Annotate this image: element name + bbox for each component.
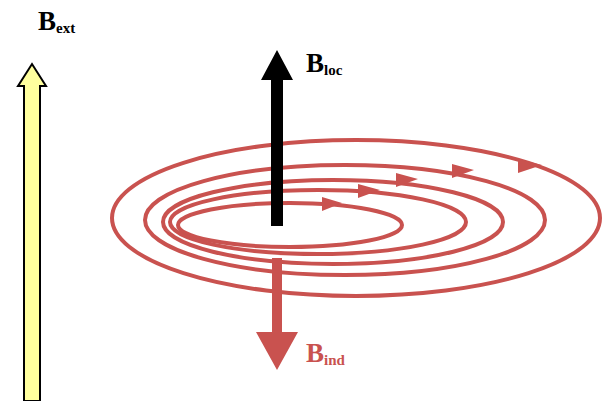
field-subscript: ind <box>324 353 345 368</box>
local-field-arrow <box>261 50 293 226</box>
field-symbol: B <box>306 340 324 367</box>
field-subscript: loc <box>324 63 342 78</box>
field-symbol: B <box>306 50 324 77</box>
field-subscript: ext <box>56 21 75 36</box>
external-field-arrow <box>18 64 46 401</box>
induced-field-arrow <box>256 258 298 370</box>
field-symbol: B <box>38 8 56 35</box>
current-loops <box>112 140 600 296</box>
current-arrowheads <box>322 159 542 211</box>
